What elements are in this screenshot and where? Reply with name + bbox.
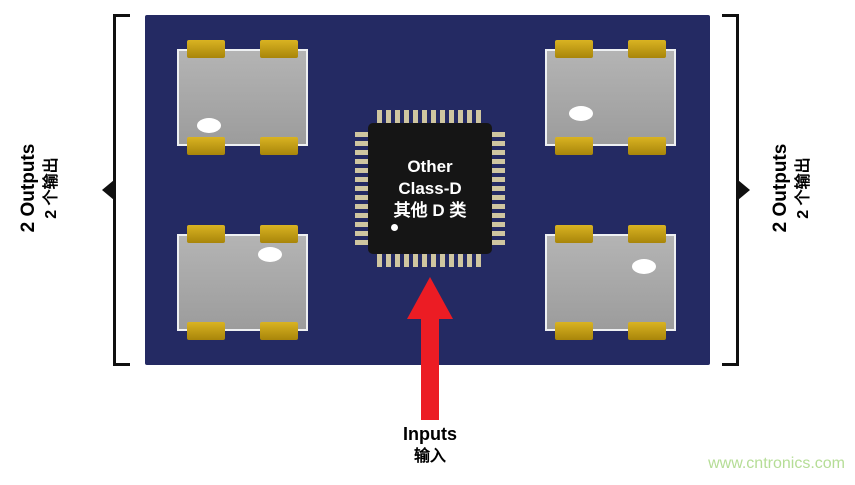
right-bracket: [722, 14, 750, 366]
solder-pad: [260, 225, 298, 243]
solder-pad: [187, 225, 225, 243]
inputs-label-zh: 输入: [413, 448, 446, 465]
component-bottom-right: [543, 225, 678, 340]
chip-pins-right: [492, 132, 505, 245]
polarity-dot: [632, 259, 656, 274]
component-top-right: [543, 40, 678, 155]
solder-pad: [260, 40, 298, 58]
solder-pad: [555, 137, 593, 155]
solder-pad: [187, 40, 225, 58]
left-outputs-label-zh: 2 个输出: [43, 157, 60, 219]
solder-pad: [260, 137, 298, 155]
polarity-dot: [569, 106, 593, 121]
class-d-chip: Other Class-D 其他 D 类: [355, 110, 505, 267]
component-body: [177, 49, 308, 146]
left-bracket: [102, 14, 130, 366]
solder-pad: [187, 137, 225, 155]
component-bottom-left: [175, 225, 310, 340]
pcb-board: Other Class-D 其他 D 类: [145, 15, 710, 365]
chip-pins-bottom: [377, 254, 483, 267]
chip-pins-left: [355, 132, 368, 245]
polarity-dot: [258, 247, 282, 262]
solder-pad: [628, 137, 666, 155]
solder-pad: [628, 225, 666, 243]
arrow-shaft: [421, 319, 439, 420]
arrow-head: [407, 277, 453, 319]
left-outputs-label-en: 2 Outputs: [18, 143, 39, 233]
inputs-label: Inputs 输入: [350, 423, 510, 468]
pin1-marker-dot: [391, 224, 398, 231]
right-brace-cusp-icon: [738, 180, 750, 200]
right-outputs-label: 2 Outputs 2 个输出: [769, 68, 815, 308]
polarity-dot: [197, 118, 221, 133]
inputs-label-en: Inputs: [403, 424, 457, 444]
solder-pad: [555, 40, 593, 58]
chip-pins-top: [377, 110, 483, 123]
left-outputs-label: 2 Outputs 2 个输出: [17, 68, 63, 308]
component-body: [545, 234, 676, 331]
solder-pad: [260, 322, 298, 340]
right-outputs-label-en: 2 Outputs: [770, 143, 791, 233]
solder-pad: [628, 322, 666, 340]
component-body: [545, 49, 676, 146]
watermark: www.cntronics.com: [708, 455, 845, 472]
input-arrow-up-icon: [407, 277, 453, 420]
component-body: [177, 234, 308, 331]
chip-label-line1: Other: [407, 156, 453, 176]
component-top-left: [175, 40, 310, 155]
solder-pad: [187, 322, 225, 340]
chip-body: Other Class-D 其他 D 类: [368, 123, 492, 254]
right-outputs-label-zh: 2 个输出: [795, 157, 812, 219]
solder-pad: [555, 225, 593, 243]
solder-pad: [555, 322, 593, 340]
chip-label-line3: 其他 D 类: [393, 200, 467, 220]
chip-label-line2: Class-D: [398, 178, 462, 198]
solder-pad: [628, 40, 666, 58]
left-brace-cusp-icon: [102, 180, 114, 200]
